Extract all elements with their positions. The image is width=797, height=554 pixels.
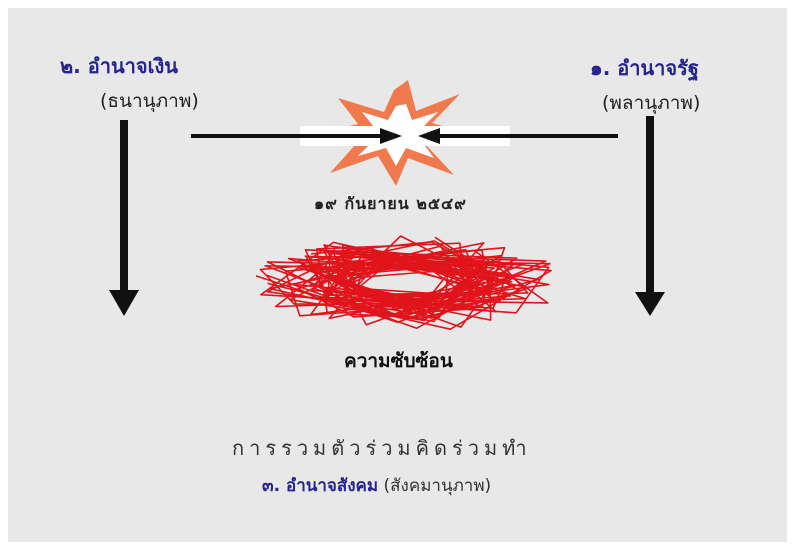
left-horizontal-arrow	[191, 128, 402, 144]
left-down-arrow	[109, 120, 139, 316]
left-power-title: ๒. อำนาจเงิน	[60, 54, 178, 78]
right-power-title: ๑. อำนาจรัฐ	[590, 56, 699, 80]
collaboration-caption: การรวมตัวร่วมคิดร่วมทำ	[232, 436, 532, 460]
right-down-arrow	[635, 116, 665, 316]
right-power-subtitle: (พลานุภาพ)	[602, 92, 701, 114]
third-power-title: ๓. อำนาจสังคม	[262, 476, 379, 496]
third-power-line: ๓. อำนาจสังคม (สังคมานุภาพ)	[262, 472, 491, 499]
third-power-subtitle: (สังคมานุภาพ)	[383, 476, 492, 496]
event-date: ๑๙ กันยายน ๒๕๔๙	[314, 194, 467, 213]
right-horizontal-arrow	[418, 128, 618, 144]
scribble-stroke	[259, 246, 506, 329]
diagram-canvas: ๒. อำนาจเงิน (ธนานุภาพ) ๑. อำนาจรัฐ (พลา…	[8, 8, 787, 542]
left-power-subtitle: (ธนานุภาพ)	[100, 90, 199, 112]
scribble-tangle-icon	[255, 235, 552, 330]
complexity-label: ความซับซ้อน	[344, 350, 453, 372]
scribble-stroke	[284, 241, 551, 320]
diagram-graphics	[109, 80, 665, 330]
